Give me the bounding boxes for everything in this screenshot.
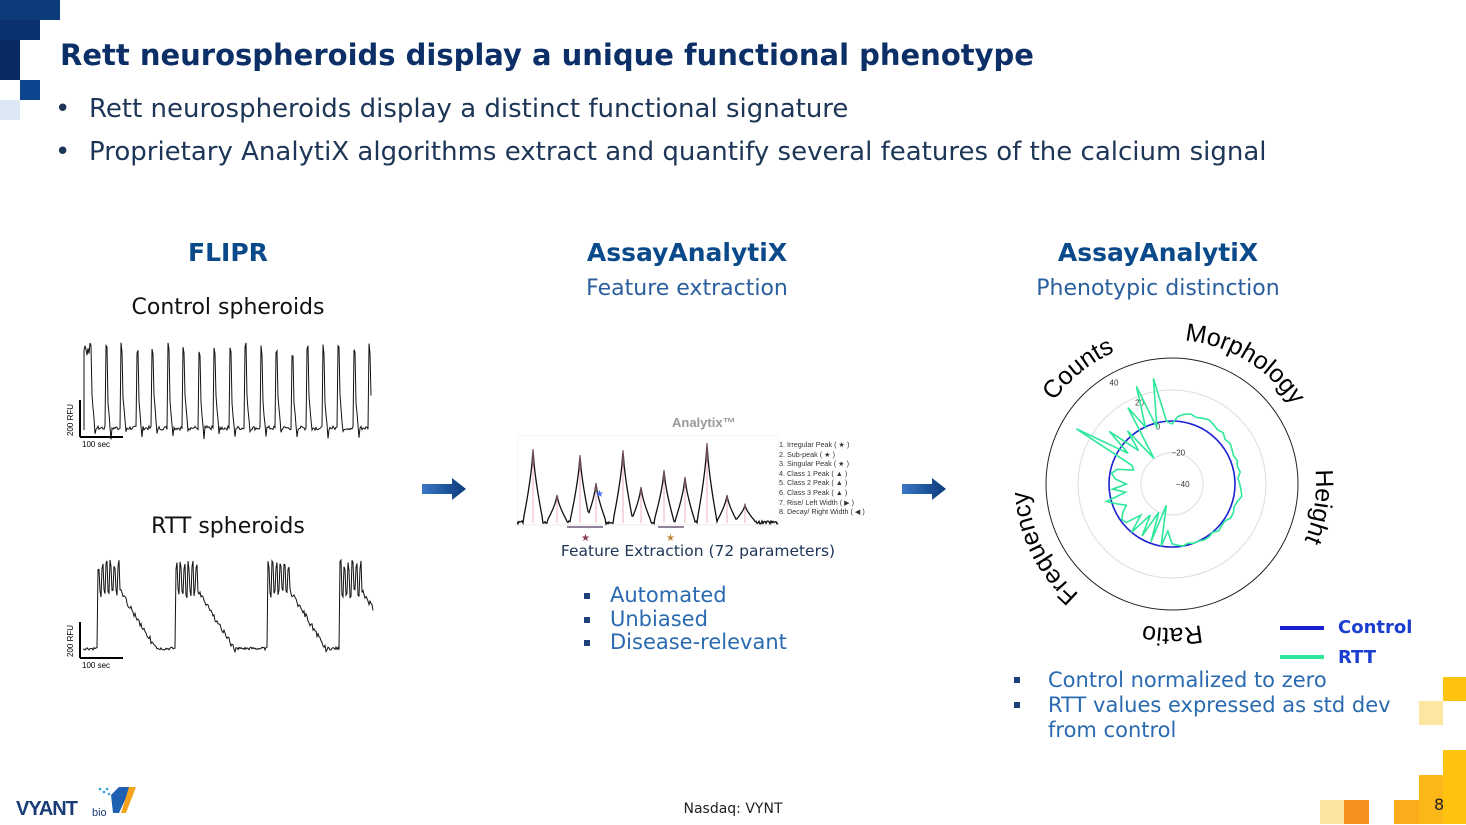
arrow-right-icon	[422, 478, 466, 500]
corner-decoration-top-left	[0, 0, 60, 20]
scale-y-label: 200 RFU	[66, 404, 75, 436]
analytix-trace	[517, 442, 779, 526]
bullet-text: Rett neurospheroids display a distinct f…	[89, 94, 849, 124]
corner-decoration-bottom-right	[1394, 800, 1419, 824]
feature-extraction-plot: ★ ★ ★	[517, 435, 779, 544]
corner-decoration-top-left	[20, 80, 40, 100]
corner-decoration-top-left	[0, 40, 20, 80]
corner-decoration-bottom-right	[1419, 775, 1443, 824]
scale-x-label: 100 sec	[82, 440, 110, 449]
distinction-heading: AssayAnalytiX	[1057, 238, 1259, 267]
legend-label-rtt: RTT	[1338, 647, 1377, 668]
analytix-legend: 1. Irregular Peak ( ★ ) 2. Sub-peak ( ★ …	[779, 440, 865, 517]
legend-item: 8. Decay/ Right Width ( ◀ )	[779, 507, 865, 517]
polar-outer-ring	[1045, 357, 1299, 611]
polar-grid-ring	[1140, 452, 1204, 516]
radial-tick-label: 0	[1156, 422, 1161, 431]
flipr-heading: FLIPR	[188, 238, 268, 267]
svg-text:bio: bio	[92, 807, 107, 819]
control-trace-plot: 200 RFU 100 sec	[66, 342, 372, 449]
legend-item: 6. Class 3 Peak ( ▲ )	[779, 487, 848, 497]
irregular-star-icon: ★	[581, 533, 590, 544]
note-item: Control normalized to zero	[1014, 668, 1394, 693]
category-label-frequency: Frequency	[1006, 490, 1083, 610]
analytix-image-title: Analytix™	[672, 415, 736, 430]
feature-extraction-caption: Feature Extraction (72 parameters)	[560, 542, 836, 560]
corner-decoration-bottom-right	[1419, 701, 1443, 725]
extraction-subheading: Feature extraction	[586, 276, 788, 301]
point-item: Automated	[584, 583, 787, 608]
corner-decoration-top-left	[0, 20, 40, 40]
arrow-right-icon	[902, 478, 946, 500]
svg-text:VYANT: VYANT	[16, 798, 78, 820]
bullet-item: •Rett neurospheroids display a distinct …	[55, 94, 849, 124]
legend-item: 7. Rise/ Left Width ( ▶ )	[779, 497, 855, 507]
scale-y-label: 200 RFU	[66, 625, 75, 657]
legend-label-control: Control	[1338, 617, 1413, 638]
corner-decoration-bottom-right	[1443, 750, 1466, 824]
series-rtt	[1076, 378, 1243, 547]
rtt-spheroids-label: RTT spheroids	[151, 514, 305, 539]
radial-tick-label: −40	[1176, 480, 1190, 489]
page-number: 8	[1434, 795, 1445, 814]
rtt-trace-plot: 200 RFU 100 sec	[66, 558, 374, 670]
subpeak-star-icon: ★	[595, 489, 604, 500]
control-spheroids-label: Control spheroids	[131, 295, 325, 320]
legend-item: 1. Irregular Peak ( ★ )	[779, 440, 850, 449]
series-control	[1108, 420, 1236, 548]
extraction-points: Automated Unbiased Disease-relevant	[584, 583, 787, 655]
polar-grid-ring	[1077, 389, 1267, 579]
legend-item: 3. Singular Peak ( ★ )	[779, 459, 849, 469]
extraction-heading: AssayAnalytiX	[586, 238, 788, 267]
legend-swatches	[1280, 626, 1324, 659]
category-label-ratio: Ratio	[1140, 619, 1204, 650]
point-item: Unbiased	[584, 607, 787, 632]
radial-tick-label: 40	[1110, 379, 1119, 388]
category-label-counts: Counts	[1037, 332, 1118, 405]
rtt-trace	[83, 558, 374, 654]
legend-item: 5. Class 2 Peak ( ▲ )	[779, 478, 848, 488]
legend-item: 2. Sub-peak ( ★ )	[779, 449, 835, 459]
radial-tick-label: −20	[1172, 448, 1186, 457]
vyant-logo-mark: VYANT bio	[16, 787, 136, 820]
scale-x-label: 100 sec	[82, 661, 110, 670]
point-item: Disease-relevant	[584, 630, 787, 655]
legend-item: 4. Class 1 Peak ( ▲ )	[779, 468, 848, 478]
category-label-morphology: Morphology	[1184, 318, 1311, 409]
control-trace	[83, 342, 372, 440]
corner-decoration-top-left	[0, 100, 20, 120]
bullet-text: Proprietary AnalytiX algorithms extract …	[89, 137, 1267, 167]
singular-star-icon: ★	[666, 533, 675, 544]
footer-ticker: Nasdaq: VYNT	[683, 801, 783, 817]
corner-decoration-bottom-right	[1320, 800, 1344, 824]
bullet-item: •Proprietary AnalytiX algorithms extract…	[55, 137, 1267, 167]
note-item: RTT values expressed as std dev from con…	[1014, 693, 1394, 743]
corner-decoration-bottom-right	[1443, 677, 1466, 701]
corner-decoration-bottom-right	[1344, 800, 1369, 824]
slide-title: Rett neurospheroids display a unique fun…	[60, 38, 1034, 72]
vyant-logo: VYANT bio	[16, 785, 141, 825]
category-label-height: Height	[1299, 469, 1338, 549]
distinction-subheading: Phenotypic distinction	[1036, 276, 1280, 301]
distinction-notes: Control normalized to zero RTT values ex…	[1014, 668, 1394, 743]
